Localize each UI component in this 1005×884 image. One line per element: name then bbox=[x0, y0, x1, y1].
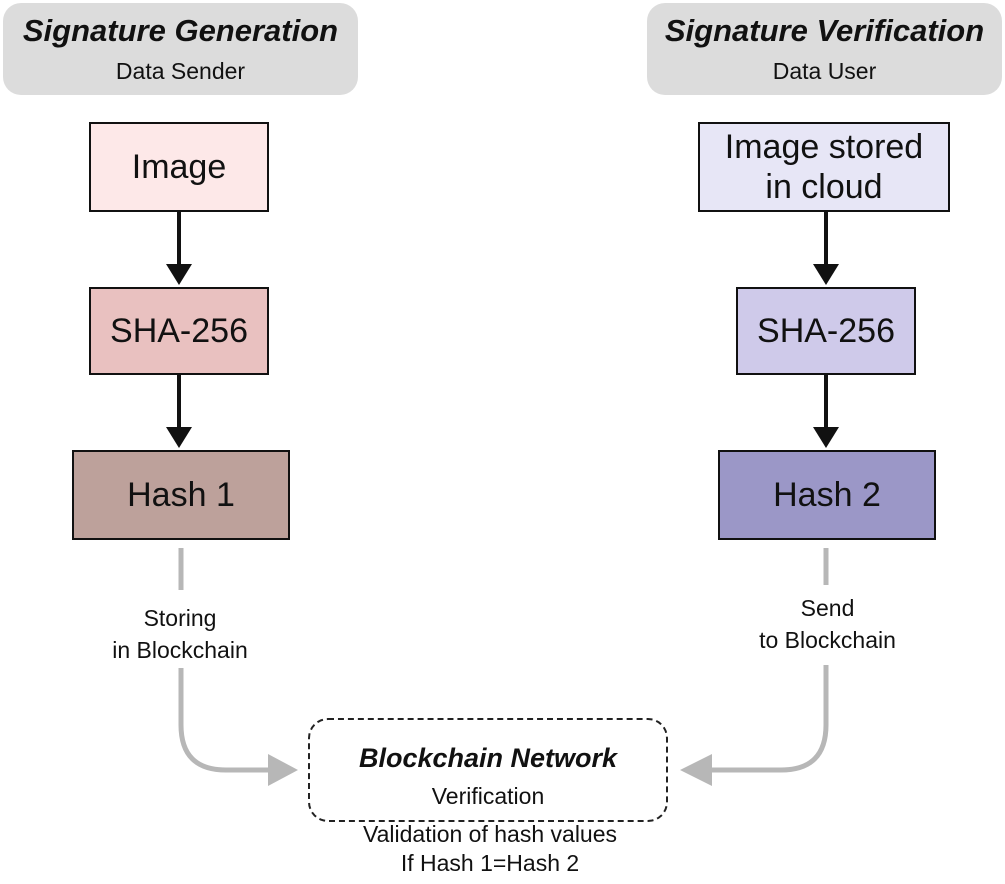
edge-label-send: Send to Blockchain bbox=[730, 592, 925, 656]
header-subtitle: Data Sender bbox=[115, 58, 246, 84]
node-label-line1: Image stored bbox=[724, 128, 924, 166]
arrow-sha-to-hash1 bbox=[166, 375, 192, 448]
arrow-sha-to-hash2 bbox=[813, 375, 839, 448]
edge-label-storing: Storing in Blockchain bbox=[90, 602, 270, 666]
node-label: SHA-256 bbox=[110, 312, 248, 350]
node-image: Image bbox=[89, 122, 269, 212]
connector-hash2-to-blockchain bbox=[680, 548, 829, 786]
header-subtitle: Data User bbox=[772, 58, 877, 84]
edge-label-line1: Send bbox=[800, 595, 855, 621]
header-title: Signature Generation bbox=[22, 13, 339, 48]
header-signature-verification: Signature Verification Data User bbox=[647, 3, 1002, 95]
node-hash2: Hash 2 bbox=[718, 450, 936, 540]
validation-note-line2: If Hash 1=Hash 2 bbox=[400, 850, 580, 876]
node-label: SHA-256 bbox=[757, 312, 895, 350]
node-blockchain-network: Blockchain Network Verification bbox=[308, 718, 668, 822]
header-title: Signature Verification bbox=[664, 13, 985, 48]
arrow-cloud-to-sha-right bbox=[813, 212, 839, 285]
edge-label-line1: Storing bbox=[143, 605, 217, 631]
blockchain-title: Blockchain Network bbox=[358, 743, 618, 773]
node-label: Image stored in cloud bbox=[725, 127, 923, 207]
node-label-line2: in cloud bbox=[765, 168, 883, 206]
node-image-stored-in-cloud: Image stored in cloud bbox=[698, 122, 950, 212]
validation-note: Validation of hash values If Hash 1=Hash… bbox=[290, 820, 690, 878]
validation-note-line1: Validation of hash values bbox=[362, 821, 618, 847]
node-sha256-left: SHA-256 bbox=[89, 287, 269, 375]
node-label: Hash 2 bbox=[773, 476, 881, 514]
connector-hash1-to-blockchain bbox=[178, 548, 298, 786]
header-signature-generation: Signature Generation Data Sender bbox=[3, 3, 358, 95]
edge-label-line2: in Blockchain bbox=[112, 637, 248, 663]
node-hash1: Hash 1 bbox=[72, 450, 290, 540]
node-label: Image bbox=[131, 148, 227, 186]
blockchain-subtitle: Verification bbox=[431, 783, 545, 809]
arrow-image-to-sha-left bbox=[166, 212, 192, 285]
node-label: Hash 1 bbox=[127, 476, 235, 514]
edge-label-line2: to Blockchain bbox=[759, 627, 896, 653]
node-sha256-right: SHA-256 bbox=[736, 287, 916, 375]
